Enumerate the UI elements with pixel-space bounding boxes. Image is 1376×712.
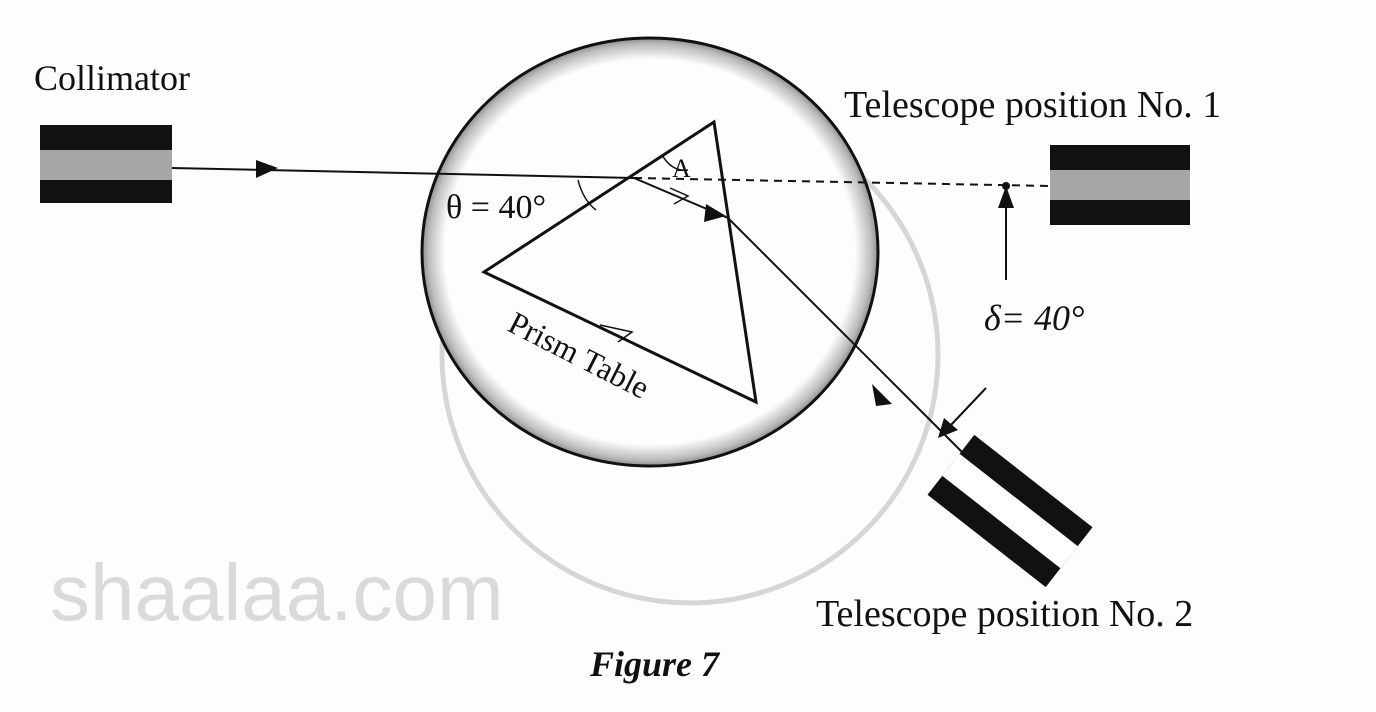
delta-arrow-down <box>938 418 958 438</box>
emergent-ray <box>727 217 963 453</box>
base-chevron <box>599 324 634 343</box>
refracted-chevron <box>669 187 690 205</box>
delta-line-down <box>949 387 987 427</box>
theta-label: θ = 40° <box>446 189 546 226</box>
apex-label: A <box>672 154 691 183</box>
watermark-text: shaalaa.com <box>50 548 504 637</box>
collimator <box>40 125 172 203</box>
delta-label: δ= 40° <box>984 298 1084 338</box>
prism-table <box>420 36 880 468</box>
incident-ray <box>171 167 635 179</box>
emergent-arrow <box>872 384 892 406</box>
apex-angle-arc <box>661 154 689 171</box>
telescope-position-2 <box>927 434 1093 588</box>
theta-arc <box>577 179 597 211</box>
collimator-label: Collimator <box>34 58 190 98</box>
refracted-arrow <box>704 204 726 222</box>
delta-arrow-up <box>998 186 1014 208</box>
telescope-1-label: Telescope position No. 1 <box>844 84 1221 126</box>
telescope-2-label: Telescope position No. 2 <box>816 593 1193 635</box>
telescope-position-1 <box>1050 145 1190 225</box>
figure-caption: Figure 7 <box>589 644 721 684</box>
incident-arrow <box>256 160 278 178</box>
prism <box>480 119 758 405</box>
